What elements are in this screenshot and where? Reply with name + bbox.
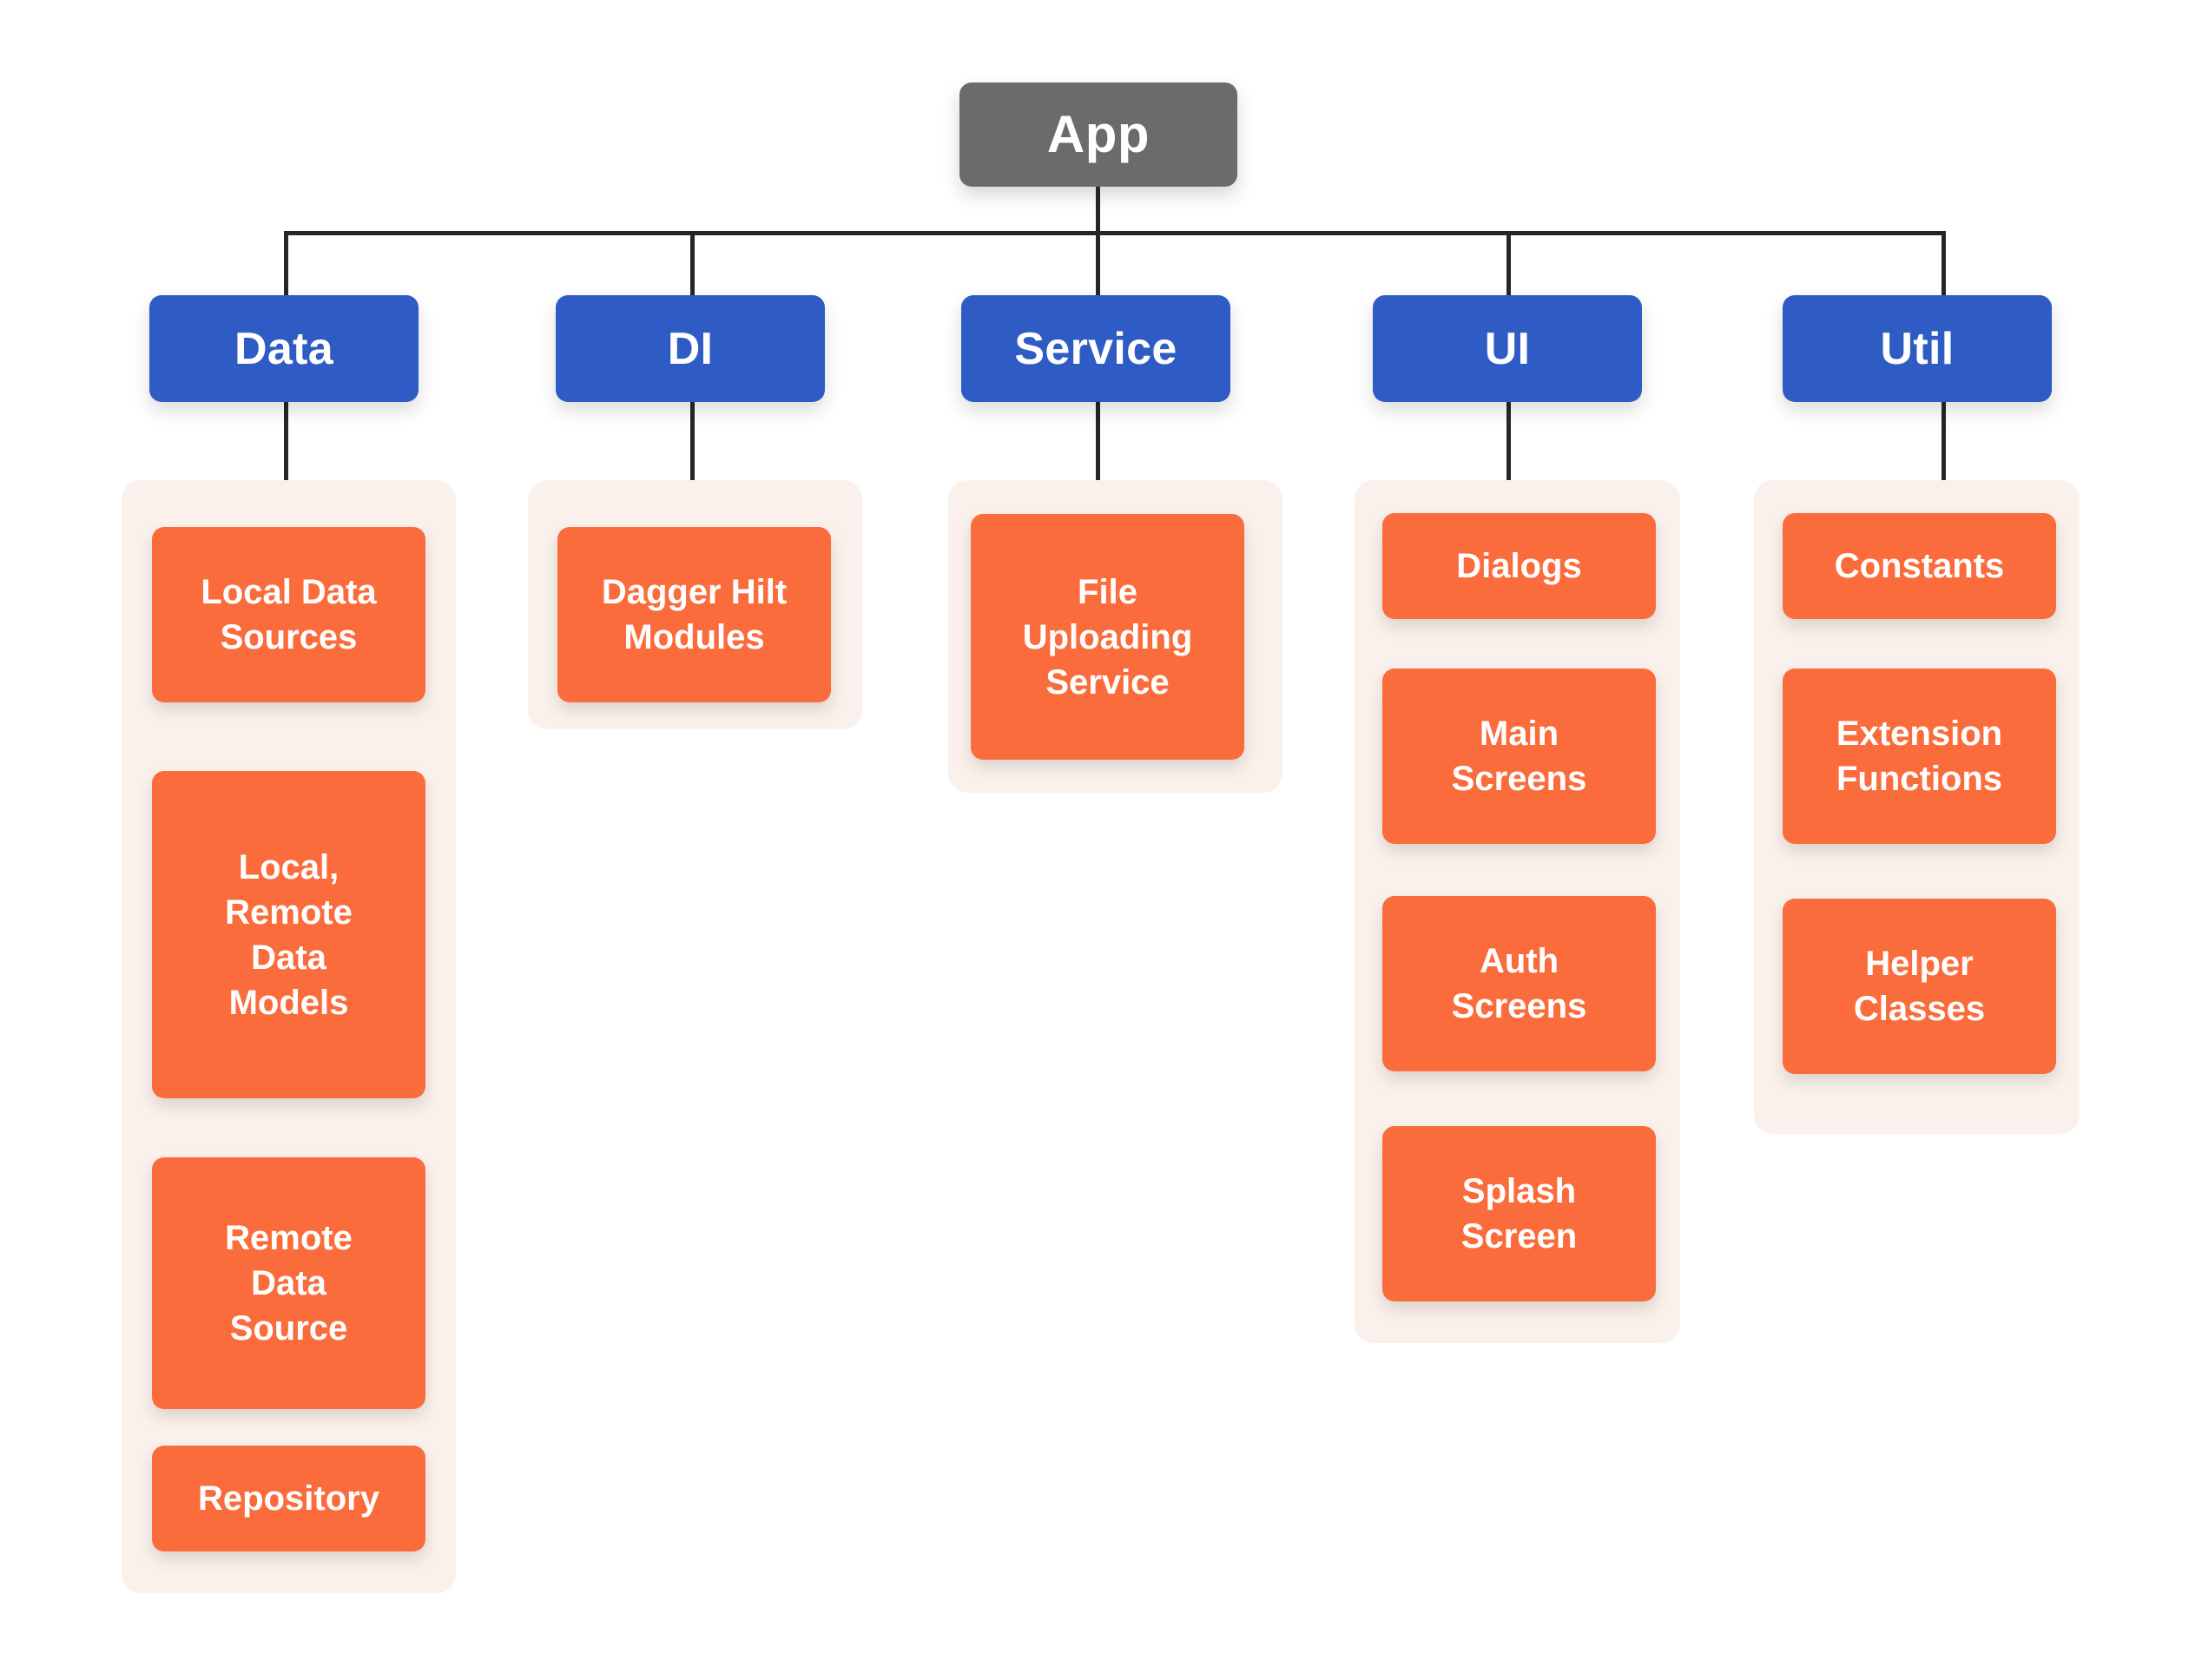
connector-drop-service	[1096, 231, 1100, 297]
leaf-file-uploading-service[interactable]: File Uploading Service	[971, 514, 1244, 760]
leaf-splash-screen-label: Splash Screen	[1460, 1172, 1578, 1255]
leaf-auth-screens[interactable]: Auth Screens	[1382, 896, 1656, 1071]
leaf-dialogs-label: Dialogs	[1456, 547, 1582, 585]
connector-root-stem	[1096, 187, 1100, 234]
connector-data-to-group	[284, 402, 288, 480]
leaf-extension-functions-label: Extension Functions	[1836, 715, 2003, 798]
node-service[interactable]: Service	[961, 295, 1230, 402]
leaf-file-uploading-service-label: File Uploading Service	[1022, 572, 1193, 702]
leaf-helper-classes-label: Helper Classes	[1853, 945, 1986, 1028]
leaf-splash-screen[interactable]: Splash Screen	[1382, 1126, 1656, 1301]
leaf-helper-classes[interactable]: Helper Classes	[1783, 899, 2056, 1074]
node-di-label: DI	[667, 323, 714, 374]
node-app[interactable]: App	[959, 82, 1237, 187]
leaf-local-data-sources-label: Local Data Sources	[201, 573, 377, 656]
connector-drop-ui	[1506, 231, 1511, 297]
leaf-auth-screens-label: Auth Screens	[1451, 942, 1587, 1025]
leaf-local-remote-data-models[interactable]: Local, Remote Data Models	[152, 771, 425, 1098]
connector-drop-di	[690, 231, 695, 297]
connector-drop-data	[284, 231, 288, 297]
leaf-repository[interactable]: Repository	[152, 1446, 425, 1552]
leaf-dialogs[interactable]: Dialogs	[1382, 513, 1656, 619]
connector-horizontal-bus	[284, 231, 1945, 235]
connector-service-to-group	[1096, 402, 1100, 480]
node-ui-label: UI	[1484, 323, 1531, 374]
node-service-label: Service	[1014, 323, 1177, 374]
leaf-constants-label: Constants	[1834, 547, 2005, 585]
leaf-dagger-hilt-modules[interactable]: Dagger Hilt Modules	[557, 527, 831, 702]
leaf-main-screens[interactable]: Main Screens	[1382, 669, 1656, 844]
node-data[interactable]: Data	[149, 295, 419, 402]
connector-di-to-group	[690, 402, 695, 480]
leaf-local-remote-data-models-label: Local, Remote Data Models	[225, 847, 353, 1022]
leaf-remote-data-source[interactable]: Remote Data Source	[152, 1157, 425, 1409]
connector-ui-to-group	[1506, 402, 1511, 480]
node-data-label: Data	[234, 323, 333, 374]
connector-util-to-group	[1942, 402, 1946, 480]
node-di[interactable]: DI	[556, 295, 825, 402]
leaf-constants[interactable]: Constants	[1783, 513, 2056, 619]
leaf-dagger-hilt-modules-label: Dagger Hilt Modules	[601, 573, 788, 656]
connector-drop-util	[1942, 231, 1946, 297]
leaf-local-data-sources[interactable]: Local Data Sources	[152, 527, 425, 702]
leaf-remote-data-source-label: Remote Data Source	[225, 1219, 353, 1347]
leaf-extension-functions[interactable]: Extension Functions	[1783, 669, 2056, 844]
leaf-repository-label: Repository	[198, 1479, 379, 1518]
node-util[interactable]: Util	[1783, 295, 2052, 402]
node-app-label: App	[1046, 105, 1150, 163]
node-util-label: Util	[1880, 323, 1955, 374]
node-ui[interactable]: UI	[1373, 295, 1642, 402]
leaf-main-screens-label: Main Screens	[1451, 715, 1587, 798]
